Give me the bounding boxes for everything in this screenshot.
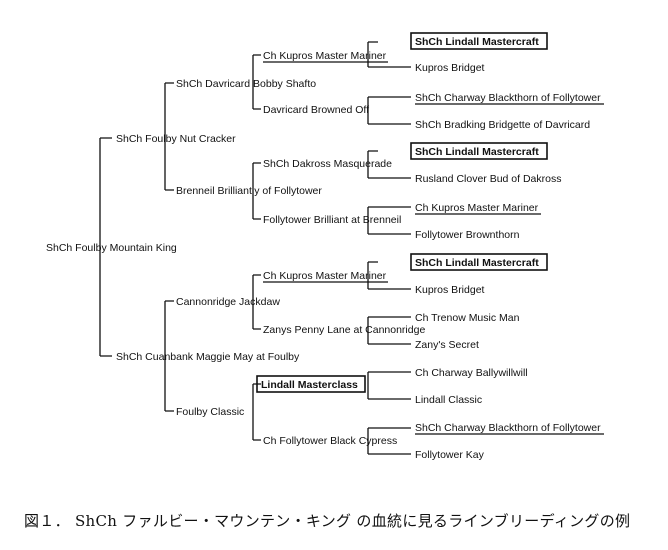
gen4-name-13: Ch Charway Ballywillwill xyxy=(415,367,528,379)
gen4-name-6: Rusland Clover Bud of Dakross xyxy=(415,173,561,185)
dam-dam-name: Foulby Classic xyxy=(176,406,244,418)
emphasis-underlines xyxy=(263,61,604,435)
sire-sire-name: ShCh Davricard Bobby Shafto xyxy=(176,78,316,90)
gen4-name-7: Ch Kupros Master Mariner xyxy=(415,202,539,214)
gen3-name-2: Davricard Browned Off xyxy=(263,104,369,116)
gen4-name-5: ShCh Lindall Mastercraft xyxy=(415,146,539,158)
gen3-name-5: Ch Kupros Master Mariner xyxy=(263,270,387,282)
sire-dam-name: Brenneil Brilliantly of Follytower xyxy=(176,185,322,197)
gen3-name-1: Ch Kupros Master Mariner xyxy=(263,50,387,62)
gen4-name-12: Zany's Secret xyxy=(415,339,479,351)
pedigree-connectors xyxy=(99,41,411,455)
dam-name: ShCh Cuanbank Maggie May at Foulby xyxy=(116,351,300,363)
gen3-name-3: ShCh Dakross Masquerade xyxy=(263,158,392,170)
gen4-name-3: ShCh Charway Blackthorn of Follytower xyxy=(415,92,601,104)
gen3-name-6: Zanys Penny Lane at Cannonridge xyxy=(263,324,425,336)
gen4-name-14: Lindall Classic xyxy=(415,394,482,406)
pedigree-diagram: ShCh Foulby Mountain King ShCh Foulby Nu… xyxy=(46,32,604,461)
gen4-name-1: ShCh Lindall Mastercraft xyxy=(415,36,539,48)
figure-caption: 図１． ShCh ファルビー・マウンテン・キング の血統に見るラインブリーディン… xyxy=(24,512,631,530)
gen4-name-4: ShCh Bradking Bridgette of Davricard xyxy=(415,119,590,131)
gen4-name-9: ShCh Lindall Mastercraft xyxy=(415,257,539,269)
subject-name: ShCh Foulby Mountain King xyxy=(46,242,177,254)
gen4-name-11: Ch Trenow Music Man xyxy=(415,312,520,324)
gen4-name-8: Follytower Brownthorn xyxy=(415,229,520,241)
gen4-name-2: Kupros Bridget xyxy=(415,62,485,74)
gen4-name-15: ShCh Charway Blackthorn of Follytower xyxy=(415,422,601,434)
dam-sire-name: Cannonridge Jackdaw xyxy=(176,296,280,308)
gen4-name-10: Kupros Bridget xyxy=(415,284,485,296)
gen3-name-7: Lindall Masterclass xyxy=(261,379,358,391)
gen3-name-8: Ch Follytower Black Cypress xyxy=(263,435,397,447)
emphasis-boxes xyxy=(256,32,548,393)
gen3-name-4: Follytower Brilliant at Brenneil xyxy=(263,214,401,226)
sire-name: ShCh Foulby Nut Cracker xyxy=(116,133,236,145)
gen4-name-16: Follytower Kay xyxy=(415,449,485,461)
